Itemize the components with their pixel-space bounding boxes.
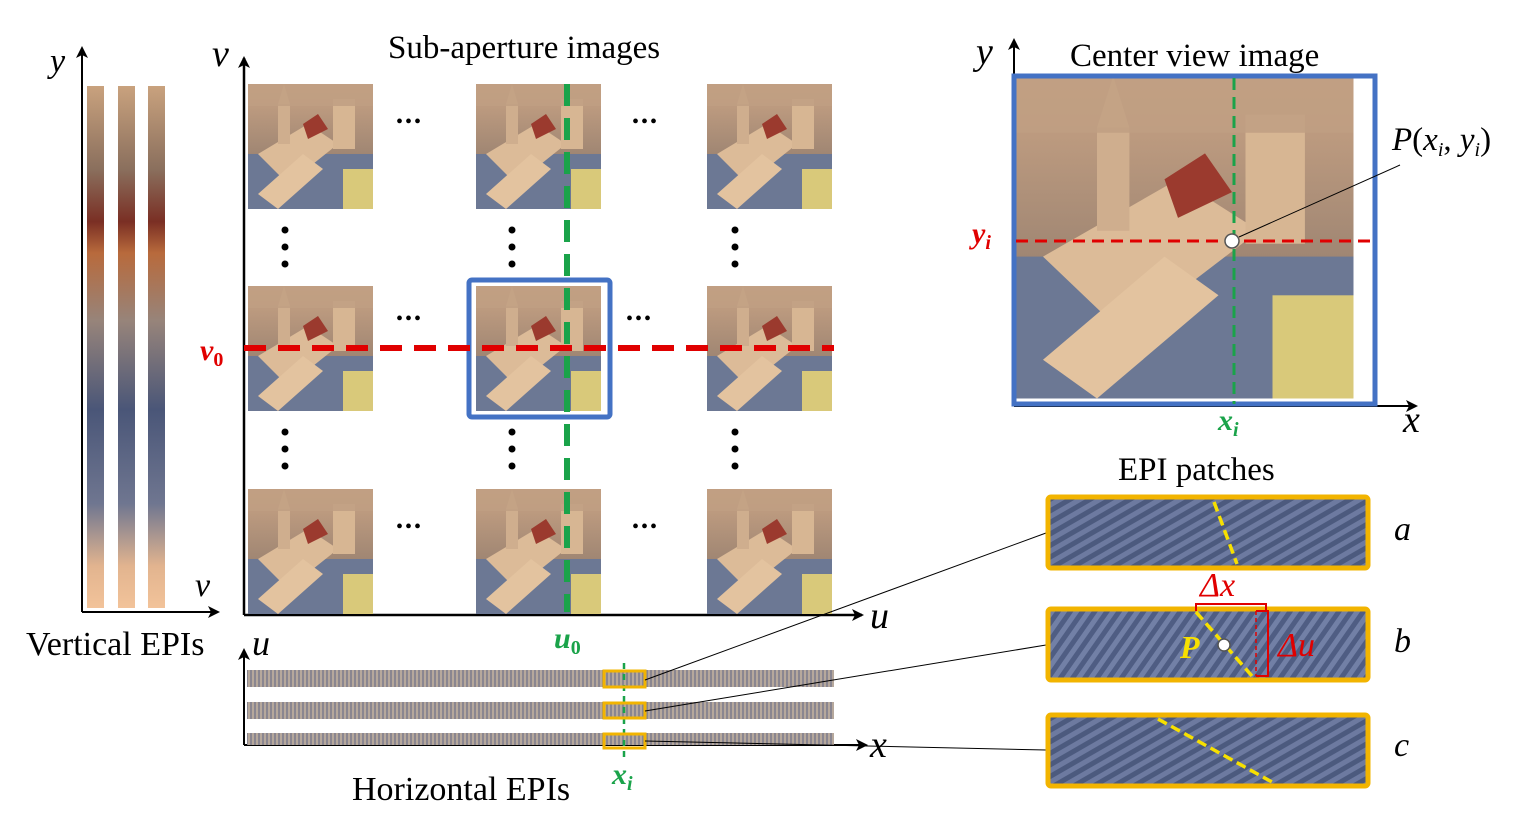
point-p-label-y: y bbox=[1457, 122, 1475, 158]
vertical-epis-panel: y v Vertical EPIs bbox=[26, 43, 220, 663]
epi-patch-a bbox=[1045, 494, 1371, 571]
ellipsis-h-r3a: ••• bbox=[396, 516, 423, 538]
ellipsis-v-c1a bbox=[281, 226, 289, 268]
horizontal-epi-strip-2 bbox=[247, 702, 834, 719]
point-p-label-x: x bbox=[1422, 122, 1438, 158]
u0-label-base: u bbox=[554, 622, 571, 655]
point-p-label-yi: i bbox=[1475, 139, 1481, 161]
ellipsis-h-r1b: ••• bbox=[632, 111, 659, 133]
delta-x-label: Δx bbox=[1198, 567, 1235, 604]
vertical-epi-v-label: v bbox=[195, 567, 211, 604]
horizontal-epi-u-label: u bbox=[252, 623, 270, 663]
epi-patch-c-line bbox=[1157, 717, 1273, 784]
ellipsis-v-c3b bbox=[731, 428, 739, 470]
xi-label-epi: xi bbox=[611, 758, 633, 795]
epi-patch-b-point bbox=[1217, 638, 1231, 652]
xi-label-epi-base: x bbox=[611, 758, 627, 791]
v0-label: v0 bbox=[200, 334, 223, 371]
delta-u-label: Δu bbox=[1276, 627, 1315, 664]
epi-patch-a-line bbox=[1212, 501, 1239, 565]
ellipsis-h-r2a: ••• bbox=[396, 308, 423, 330]
epi-patches-panel: EPI patches a Δx Δu P b c bbox=[1045, 452, 1411, 789]
epi-patch-b-p-label: P bbox=[1179, 629, 1200, 665]
center-view-x-label: x bbox=[1402, 399, 1420, 441]
vertical-epi-strip-1 bbox=[87, 86, 104, 608]
v0-label-base: v bbox=[200, 334, 214, 367]
horizontal-epis-panel: x xi Horizontal EPIs bbox=[238, 532, 1047, 808]
connector-a bbox=[644, 532, 1047, 681]
epi-patch-c-label: c bbox=[1394, 727, 1409, 764]
point-p-leader bbox=[1238, 164, 1401, 238]
xi-label-center-base: x bbox=[1217, 404, 1233, 437]
ellipsis-v-c2a bbox=[508, 226, 516, 268]
connector-b bbox=[644, 644, 1047, 712]
sub-aperture-u-label: u bbox=[870, 595, 889, 637]
yi-label: yi bbox=[969, 217, 991, 254]
vertical-epi-y-label: y bbox=[47, 43, 66, 80]
horizontal-epis-caption: Horizontal EPIs bbox=[352, 771, 570, 808]
horizontal-epi-strip-1 bbox=[247, 670, 834, 687]
sai-thumb-r3c2 bbox=[476, 489, 601, 614]
vertical-epis-caption: Vertical EPIs bbox=[26, 626, 204, 663]
sub-aperture-v-label: v bbox=[212, 33, 229, 75]
ellipsis-h-r1a: ••• bbox=[396, 111, 423, 133]
sub-aperture-title: Sub-aperture images bbox=[388, 30, 660, 66]
horizontal-epi-x-label: x bbox=[869, 724, 887, 766]
sub-aperture-panel: Sub-aperture images v u u ••• ••• ••• ••… bbox=[200, 30, 889, 663]
vertical-epi-strip-2 bbox=[118, 86, 135, 608]
u0-label-sub: 0 bbox=[571, 637, 581, 659]
sai-thumb-r1c2 bbox=[476, 84, 601, 209]
yi-label-base: y bbox=[969, 217, 986, 250]
epi-patches-title: EPI patches bbox=[1118, 452, 1275, 488]
sai-thumb-r3c1 bbox=[248, 489, 373, 614]
ellipsis-h-r2b: ••• bbox=[626, 308, 653, 330]
point-p-label-p: P bbox=[1391, 122, 1412, 158]
center-view-title: Center view image bbox=[1070, 38, 1319, 74]
connector-c bbox=[644, 740, 1047, 751]
vertical-epi-strip-3 bbox=[148, 86, 165, 608]
ellipsis-v-c2b bbox=[508, 428, 516, 470]
xi-label-center-sub: i bbox=[1233, 419, 1239, 441]
point-p-label-open: ( bbox=[1412, 122, 1423, 158]
u0-label: u0 bbox=[554, 622, 581, 659]
point-p-marker bbox=[1224, 233, 1240, 249]
xi-label-center: xi bbox=[1217, 404, 1239, 441]
delta-u-bracket bbox=[1256, 610, 1269, 677]
delta-x-bracket bbox=[1195, 603, 1267, 611]
epi-patch-c bbox=[1045, 712, 1371, 789]
ellipsis-v-c1b bbox=[281, 428, 289, 470]
center-view-image bbox=[1016, 76, 1354, 399]
xi-label-epi-sub: i bbox=[627, 773, 633, 795]
epi-patch-b-label: b bbox=[1394, 623, 1411, 660]
center-view-y-label: y bbox=[972, 31, 993, 73]
yi-label-sub: i bbox=[985, 232, 991, 254]
epi-patch-b bbox=[1045, 606, 1371, 683]
center-view-panel: Center view image y x P(xi, yi) yi xi bbox=[969, 31, 1491, 441]
epi-patch-a-label: a bbox=[1394, 511, 1411, 548]
sai-thumb-r3c3 bbox=[707, 489, 832, 614]
center-view-frame bbox=[1011, 73, 1378, 407]
epi-patch-marker-a bbox=[602, 669, 647, 689]
sai-thumb-r1c3 bbox=[707, 84, 832, 209]
point-p-label-close: ) bbox=[1480, 122, 1491, 158]
ellipsis-v-c3a bbox=[731, 226, 739, 268]
sai-thumb-r1c1 bbox=[248, 84, 373, 209]
point-p-label-xi: i bbox=[1438, 139, 1444, 161]
v0-label-sub: 0 bbox=[213, 349, 223, 371]
point-p-label-comma: , bbox=[1443, 122, 1460, 158]
ellipsis-h-r3b: ••• bbox=[632, 516, 659, 538]
point-p-label: P(xi, yi) bbox=[1391, 122, 1491, 161]
